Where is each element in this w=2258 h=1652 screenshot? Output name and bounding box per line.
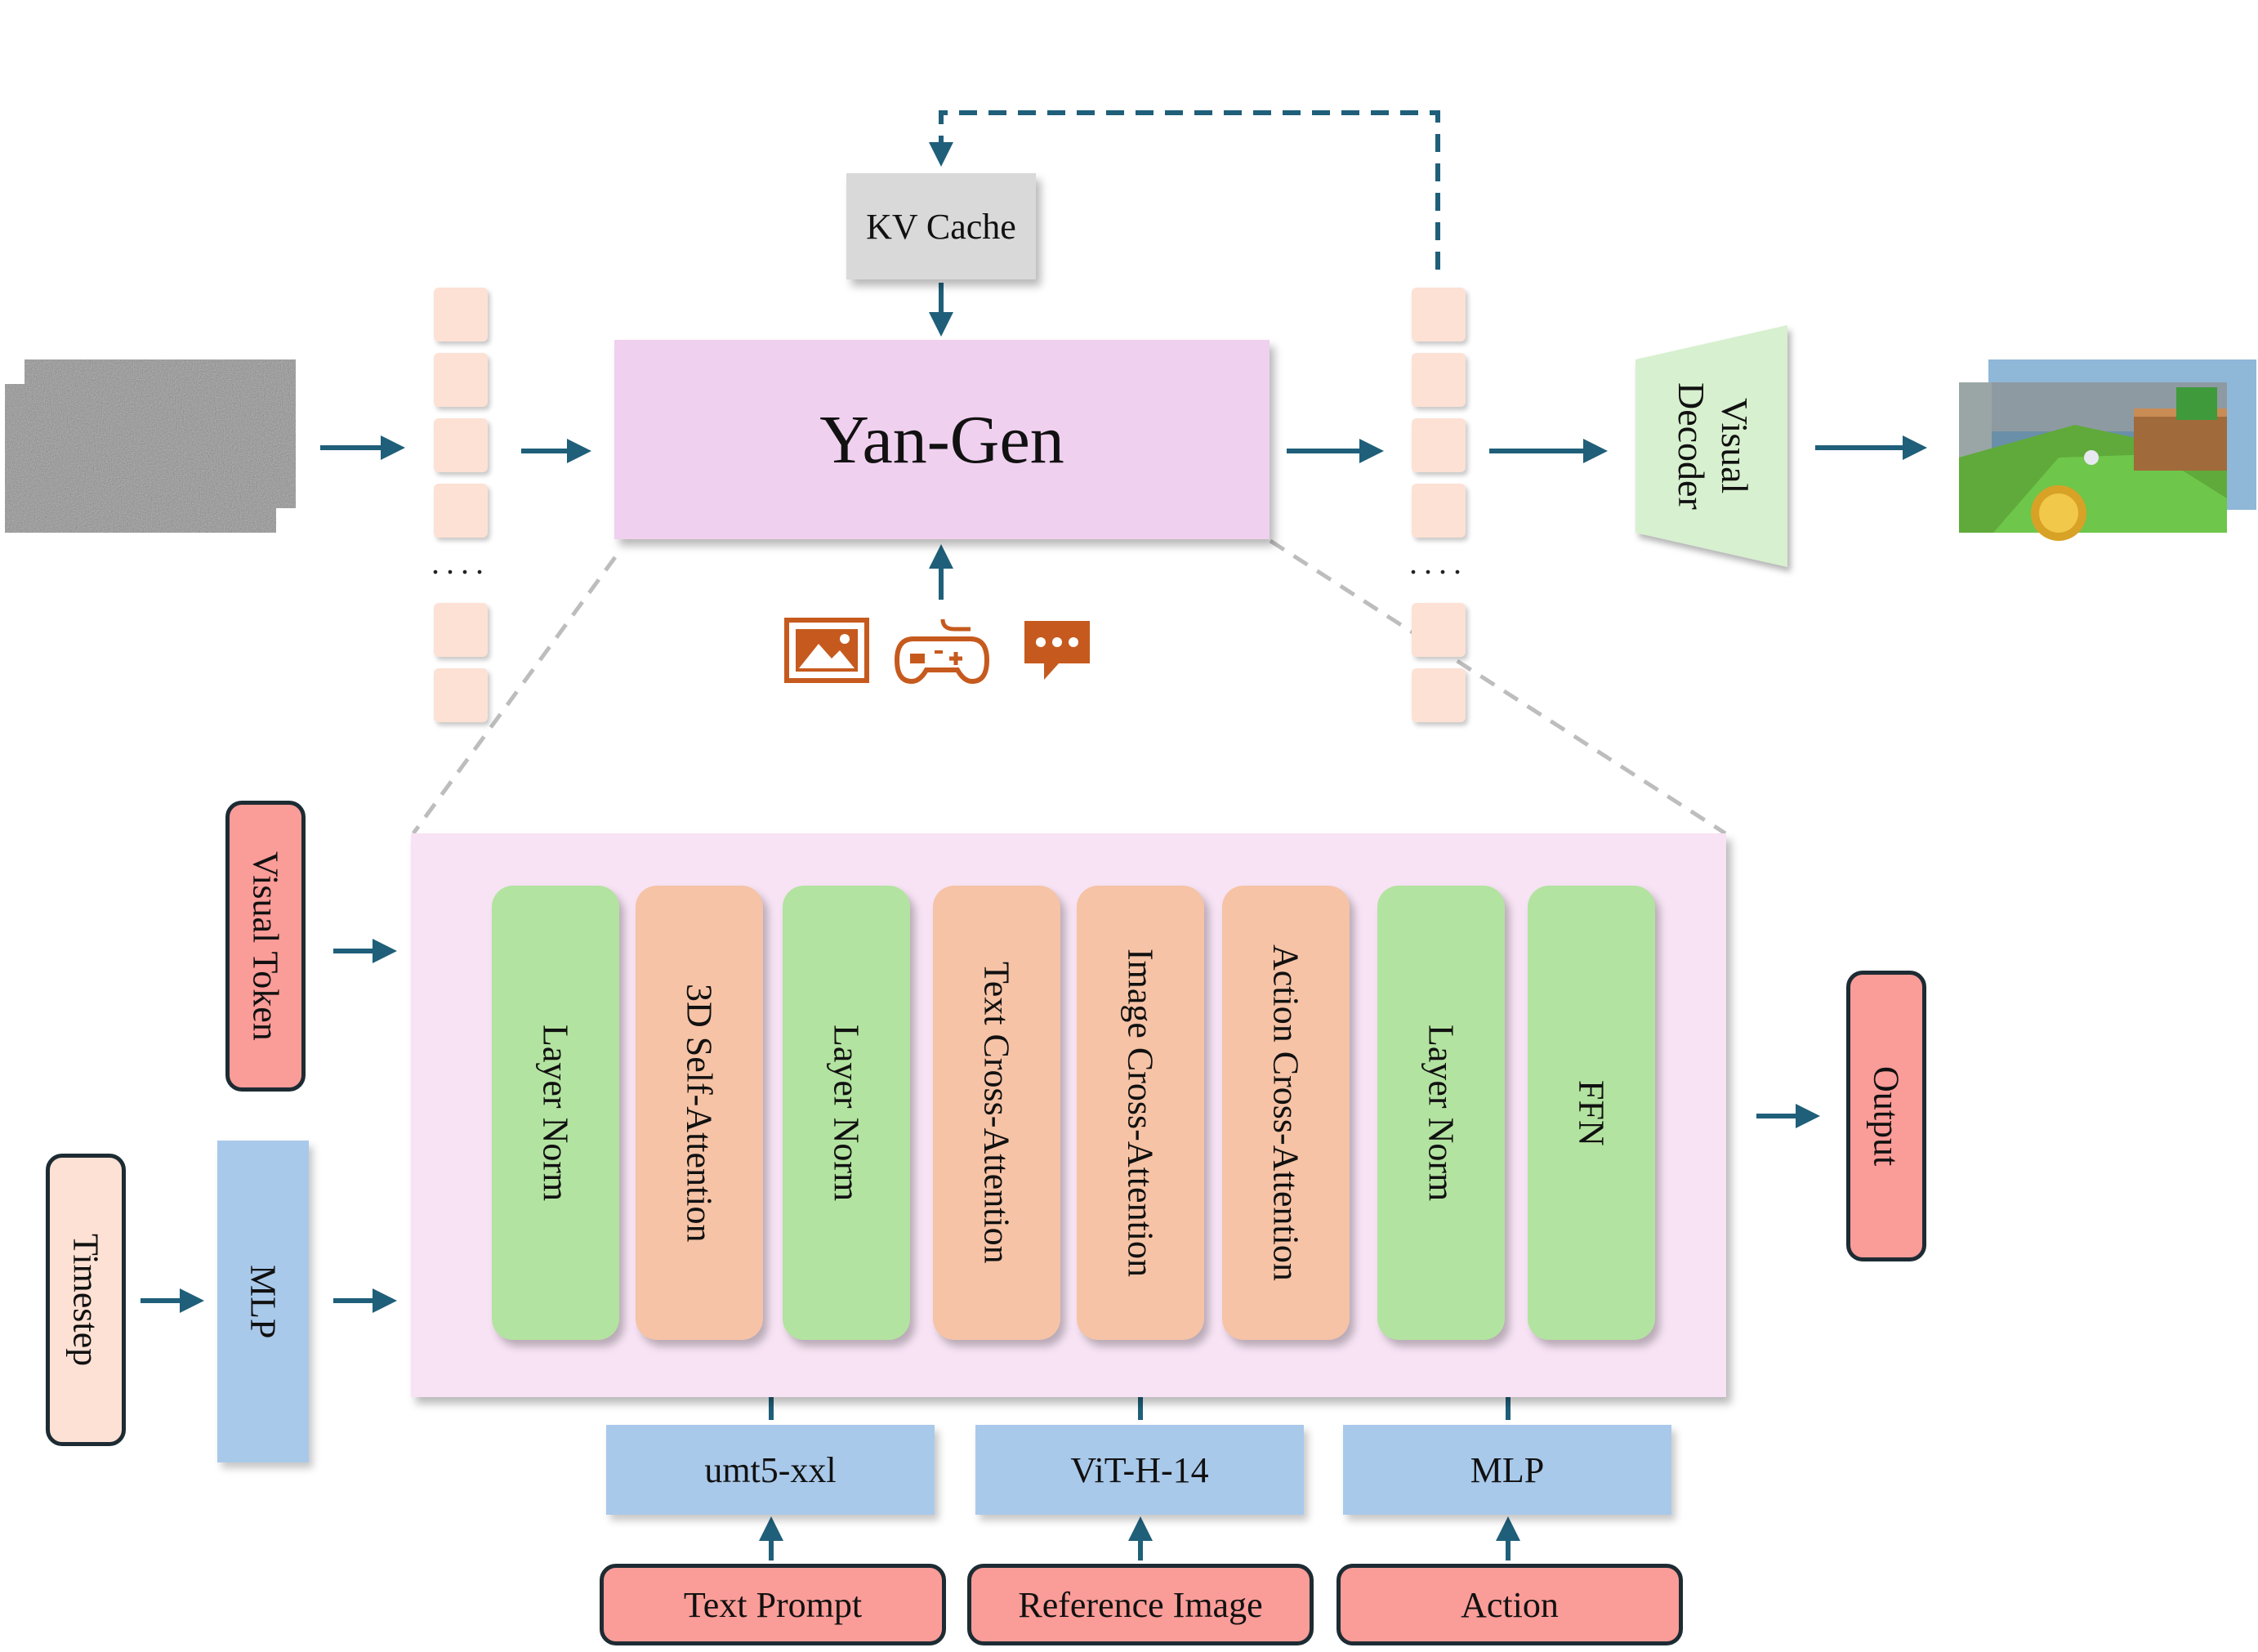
output-box: Output (1846, 971, 1926, 1261)
image-icon (784, 618, 869, 683)
block-column-8: FFN (1528, 886, 1655, 1340)
zoom-line-left (411, 556, 618, 835)
visual-token-box: Visual Token (225, 801, 306, 1092)
block-column-7: Layer Norm (1377, 886, 1505, 1340)
input-token-2 (434, 353, 488, 407)
input-token-6 (434, 668, 488, 722)
input-token-1 (434, 288, 488, 342)
input-token-ellipsis: .... (431, 543, 490, 581)
input-token-5 (434, 603, 488, 657)
block-column-4: Text Cross-Attention (933, 886, 1060, 1340)
block-column-3: Layer Norm (783, 886, 910, 1340)
block-column-2: 3D Self-Attention (636, 886, 763, 1340)
output-token-2 (1412, 353, 1466, 407)
game-frame-image (1959, 359, 2256, 541)
output-token-6 (1412, 668, 1466, 722)
input-token-4 (434, 484, 488, 538)
action-box: Action (1337, 1564, 1683, 1645)
output-token-3 (1412, 418, 1466, 472)
output-token-ellipsis: .... (1409, 543, 1468, 581)
block-column-5: Image Cross-Attention (1077, 886, 1204, 1340)
text-prompt-box: Text Prompt (600, 1564, 946, 1645)
feedback-dashed-arrow (929, 110, 1440, 270)
reference-image-box: Reference Image (967, 1564, 1314, 1645)
output-token-1 (1412, 288, 1466, 342)
umt5-encoder-box: umt5-xxl (606, 1425, 935, 1515)
chat-bubble-icon (1024, 621, 1090, 680)
block-column-1: Layer Norm (492, 886, 619, 1340)
noise-frames (5, 359, 296, 533)
gamepad-icon (894, 618, 990, 685)
vit-encoder-box: ViT-H-14 (975, 1425, 1304, 1515)
visual-decoder-label: Visual Decoder (1671, 382, 1756, 510)
kv-cache-box: KV Cache (846, 173, 1036, 279)
zoom-line-right (1269, 538, 1727, 836)
output-token-4 (1412, 484, 1466, 538)
input-token-3 (434, 418, 488, 472)
block-column-6: Action Cross-Attention (1222, 886, 1350, 1340)
action-mlp-box: MLP (1343, 1425, 1671, 1515)
visual-decoder-shape (1635, 325, 1787, 567)
yan-gen-box: Yan-Gen (614, 340, 1270, 539)
timestep-box: Timestep (46, 1154, 126, 1446)
mlp-timestep-box: MLP (217, 1141, 309, 1462)
transformer-block-panel (411, 833, 1726, 1397)
output-token-5 (1412, 603, 1466, 657)
